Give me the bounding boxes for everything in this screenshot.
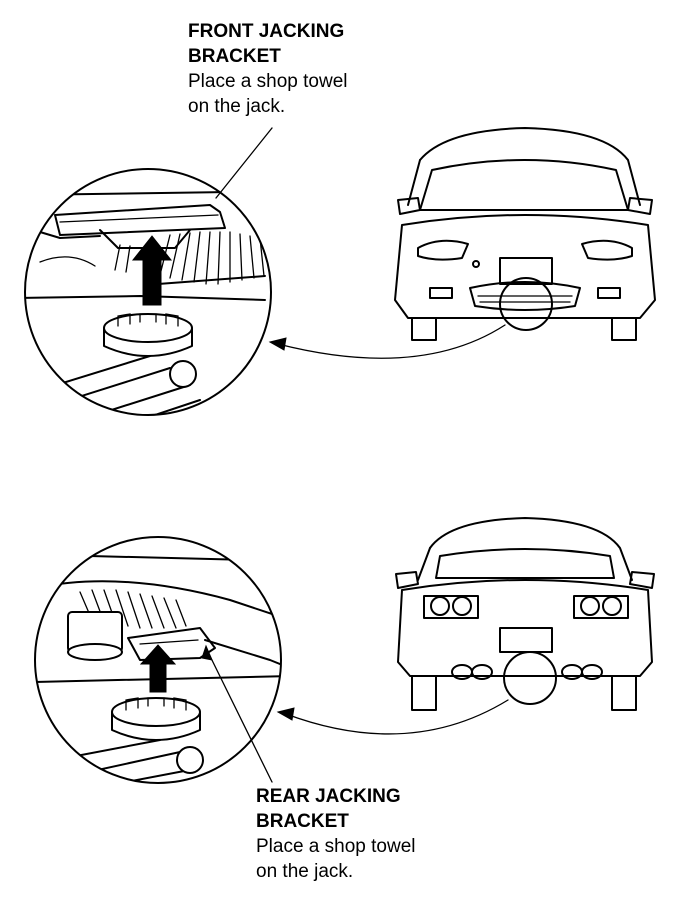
- rear-callout-note-line1: Place a shop towel: [256, 836, 416, 857]
- rear-jack-lift-arrow: [139, 644, 177, 693]
- front-callout-heading-line2: BRACKET: [188, 46, 281, 67]
- front-callout-heading-line1: FRONT JACKING: [188, 21, 345, 42]
- rear-jack-saddle: [111, 697, 201, 741]
- jack-saddle-icon: [103, 313, 193, 357]
- rear-callout-leader: [207, 651, 273, 783]
- front-callout-leader: [215, 127, 273, 199]
- rear-callout-leader-arrowhead: [201, 644, 213, 661]
- front-detail-magnifier: [24, 168, 272, 416]
- rear-detail-magnifier: [34, 536, 282, 784]
- front-car-view-icon: [394, 127, 656, 341]
- front-callout-note-line2: on the jack.: [188, 96, 286, 117]
- rear-car-view-icon: [395, 517, 655, 711]
- rear-callout-heading-line1: REAR JACKING: [256, 786, 401, 807]
- rear-callout-heading-line2: BRACKET: [256, 811, 349, 832]
- front-pointer-arrowhead: [268, 337, 287, 351]
- rear-pointer-arrowhead: [276, 707, 295, 721]
- rear-jacking-bracket-callout: REAR JACKING BRACKET Place a shop towel …: [256, 784, 416, 884]
- rear-pointer-line: [285, 699, 509, 735]
- front-jacking-bracket-callout: FRONT JACKING BRACKET Place a shop towel…: [188, 19, 348, 119]
- front-callout-note-line1: Place a shop towel: [188, 71, 348, 92]
- front-pointer-line: [277, 324, 506, 359]
- jack-lift-arrow-icon: [131, 235, 173, 306]
- rear-callout-note-line2: on the jack.: [256, 861, 354, 882]
